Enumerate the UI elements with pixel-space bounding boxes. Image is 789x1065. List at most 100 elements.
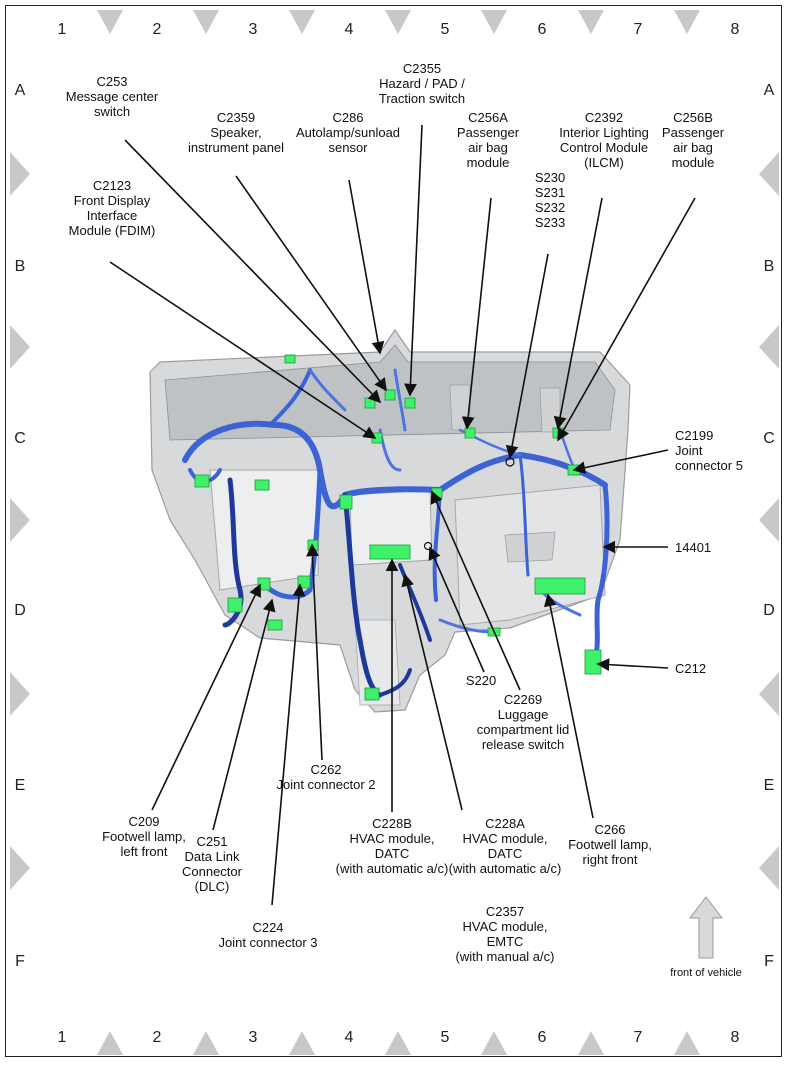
connector-block xyxy=(339,494,353,510)
leader-lines xyxy=(109,124,696,906)
grid-col-3-bottom: 3 xyxy=(249,1029,258,1046)
connector-block xyxy=(257,577,271,591)
grid-row-a: A xyxy=(15,82,26,99)
callout-line: Connector xyxy=(182,864,243,879)
grid-rows-right: A B C D E F xyxy=(763,82,775,970)
callout-line: S233 xyxy=(535,215,565,230)
callout-line: C209 xyxy=(128,814,159,829)
callout-line: C256B xyxy=(673,110,713,125)
connector-block xyxy=(267,619,283,631)
grid-rows-left: A B C D E F xyxy=(14,82,26,970)
callout-line: DATC xyxy=(488,846,522,861)
callout-line: Data Link xyxy=(185,849,240,864)
grid-col-1: 1 xyxy=(58,21,67,38)
callout-line: (with automatic a/c) xyxy=(336,861,449,876)
callout-line: C2269 xyxy=(504,692,542,707)
callout-line: Speaker, xyxy=(210,125,261,140)
callout-line: (DLC) xyxy=(195,879,230,894)
grid-columns-top: 1 2 3 4 5 6 7 8 xyxy=(58,21,740,38)
callout-line: DATC xyxy=(375,846,409,861)
callout-c212: C212 xyxy=(675,661,706,676)
connector-block xyxy=(284,354,296,364)
grid-col-6-bottom: 6 xyxy=(538,1029,547,1046)
callout-p14401: 14401 xyxy=(675,540,711,555)
callout-line: (with manual a/c) xyxy=(456,949,555,964)
callout-line: Joint connector 3 xyxy=(218,935,317,950)
grid-row-a-right: A xyxy=(764,82,775,99)
callout-line: HVAC module, xyxy=(349,831,434,846)
grid-col-8-bottom: 8 xyxy=(731,1029,740,1046)
connector-block xyxy=(464,427,476,439)
callout-line: C228B xyxy=(372,816,412,831)
callout-line: Autolamp/sunload xyxy=(296,125,400,140)
grid-markers xyxy=(10,10,779,1055)
grid-col-3: 3 xyxy=(249,21,258,38)
callout-line: HVAC module, xyxy=(462,919,547,934)
callout-line: C2199 xyxy=(675,428,713,443)
front-of-vehicle-label: front of vehicle xyxy=(670,967,742,979)
grid-col-6: 6 xyxy=(538,21,547,38)
connector-block xyxy=(227,597,243,613)
callout-line: air bag xyxy=(468,140,508,155)
grid-columns-bottom: 1 2 3 4 5 6 7 8 xyxy=(58,1029,740,1046)
callout-line: Joint xyxy=(675,443,703,458)
callout-line: connector 5 xyxy=(675,458,743,473)
grid-col-8: 8 xyxy=(731,21,740,38)
callout-line: C224 xyxy=(252,920,283,935)
front-of-vehicle-indicator: front of vehicle xyxy=(670,896,742,979)
callout-line: switch xyxy=(94,104,130,119)
callout-line: Footwell lamp, xyxy=(102,829,186,844)
callout-line: C2392 xyxy=(585,110,623,125)
connector-block xyxy=(534,577,586,595)
grid-col-1-bottom: 1 xyxy=(58,1029,67,1046)
grid-row-f-right: F xyxy=(764,953,774,970)
callout-line: left front xyxy=(121,844,168,859)
callout-line: module xyxy=(672,155,715,170)
connector-block xyxy=(371,432,383,444)
connector-block xyxy=(384,389,396,401)
grid-col-2-bottom: 2 xyxy=(153,1029,162,1046)
callout-line: Hazard / PAD / xyxy=(379,76,465,91)
callout-line: Front Display xyxy=(74,193,151,208)
callout-s220: S220 xyxy=(466,673,496,688)
connector-block xyxy=(404,397,416,409)
callout-line: C256A xyxy=(468,110,508,125)
callout-line: Message center xyxy=(66,89,159,104)
connector-block xyxy=(369,544,411,560)
grid-col-5-bottom: 5 xyxy=(441,1029,450,1046)
callout-line: C266 xyxy=(594,822,625,837)
callout-line: HVAC module, xyxy=(462,831,547,846)
callout-line: Interface xyxy=(87,208,138,223)
diagram-frame xyxy=(5,5,782,1057)
callout-line: C251 xyxy=(196,834,227,849)
grid-row-b-right: B xyxy=(764,258,775,275)
callout-line: Interior Lighting xyxy=(559,125,649,140)
grid-col-2: 2 xyxy=(153,21,162,38)
callout-line: air bag xyxy=(673,140,713,155)
callout-line: C2355 xyxy=(403,61,441,76)
callout-line: C262 xyxy=(310,762,341,777)
callout-line: S230 xyxy=(535,170,565,185)
connector-block xyxy=(194,474,210,488)
splice-marker xyxy=(423,541,433,551)
grid-row-b: B xyxy=(15,258,26,275)
callout-line: EMTC xyxy=(487,934,524,949)
callout-line: S231 xyxy=(535,185,565,200)
callout-line: (ILCM) xyxy=(584,155,624,170)
